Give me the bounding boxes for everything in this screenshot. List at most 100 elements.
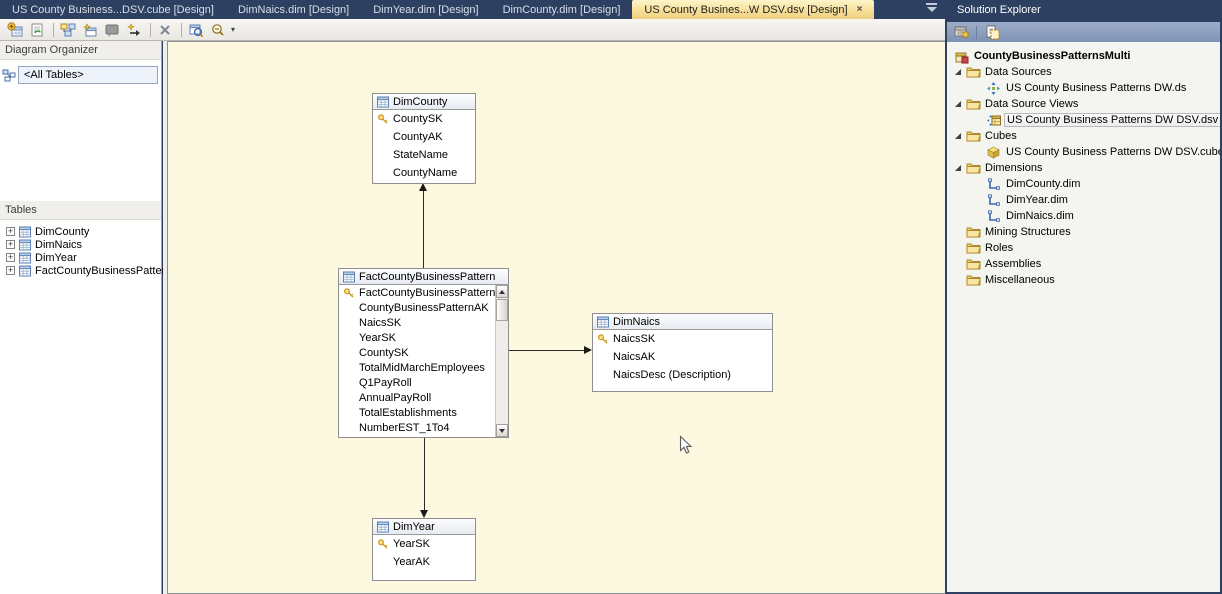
tree-item-label: Data Sources: [985, 66, 1052, 78]
field-row-clipped[interactable]: NumberEST_5To9: [339, 435, 508, 438]
collapse-icon[interactable]: [955, 133, 961, 139]
tree-item-miscellaneous[interactable]: Miscellaneous: [947, 272, 1220, 288]
relation-fact-dimyear[interactable]: [424, 438, 425, 510]
field-row[interactable]: NaicsDesc (Description): [593, 366, 772, 384]
expand-icon[interactable]: +: [6, 265, 15, 275]
tables-item-dimnaics[interactable]: + DimNaics: [0, 238, 161, 251]
pane-splitter[interactable]: [163, 41, 167, 594]
new-diagram-icon[interactable]: [80, 21, 100, 39]
collapse-icon[interactable]: [955, 101, 961, 107]
field-row[interactable]: NaicsAK: [593, 348, 772, 366]
field-row[interactable]: NumberEST_1To4: [339, 420, 508, 435]
field-row[interactable]: Q1PayRoll: [339, 375, 508, 390]
table-icon: [19, 239, 31, 251]
expand-icon[interactable]: +: [6, 252, 15, 262]
field-row[interactable]: NaicsSK: [593, 330, 772, 348]
tree-item-project[interactable]: CountyBusinessPatternsMulti: [947, 48, 1220, 64]
folder-icon: [966, 98, 981, 110]
relation-fact-dimcounty[interactable]: [423, 191, 424, 268]
table-label: DimYear: [35, 251, 77, 264]
field-row[interactable]: StateName: [373, 146, 475, 164]
tab-cube-design[interactable]: US County Business...DSV.cube [Design]: [0, 0, 226, 19]
new-annotation-icon[interactable]: [102, 21, 122, 39]
table-header[interactable]: DimCounty: [373, 94, 475, 110]
tree-item-dimcounty-dim[interactable]: DimCounty.dim: [947, 176, 1220, 192]
close-icon[interactable]: ×: [856, 4, 863, 15]
add-remove-tables-icon[interactable]: [5, 21, 25, 39]
tree-item-data-sources[interactable]: Data Sources: [947, 64, 1220, 80]
field-row[interactable]: YearAK: [373, 553, 475, 571]
zoom-icon[interactable]: [208, 21, 228, 39]
show-related-tables-icon[interactable]: [124, 21, 144, 39]
find-table-icon[interactable]: [186, 21, 206, 39]
tree-item-roles[interactable]: Roles: [947, 240, 1220, 256]
collapse-icon[interactable]: [955, 165, 961, 171]
table-header[interactable]: DimYear: [373, 519, 475, 535]
field-row[interactable]: NaicsSK: [339, 315, 508, 330]
scroll-down-button[interactable]: [496, 424, 508, 437]
tab-dimnaics[interactable]: DimNaics.dim [Design]: [226, 0, 361, 19]
field-row[interactable]: FactCountyBusinessPatternSK: [339, 285, 508, 300]
refresh-data-source-view-icon[interactable]: [27, 21, 47, 39]
diagram-table-dimcounty[interactable]: DimCounty CountySK CountyAK StateName Co…: [372, 93, 476, 184]
field-row[interactable]: CountyBusinessPatternAK: [339, 300, 508, 315]
diagram-organizer-item-all-tables[interactable]: <All Tables>: [2, 66, 158, 84]
active-files-dropdown-icon[interactable]: [926, 3, 937, 15]
toolbar-separator: [976, 25, 977, 39]
delete-icon[interactable]: [155, 21, 175, 39]
table-header[interactable]: FactCountyBusinessPattern: [339, 269, 508, 285]
field-row[interactable]: YearSK: [373, 535, 475, 553]
tab-dsv-design-active[interactable]: US County Busines...W DSV.dsv [Design] ×: [632, 0, 875, 19]
zoom-dropdown-caret[interactable]: ▾: [231, 25, 236, 34]
show-all-files-icon[interactable]: [982, 24, 1002, 41]
field-row[interactable]: CountySK: [373, 110, 475, 128]
tree-item-dimnaics-dim[interactable]: DimNaics.dim: [947, 208, 1220, 224]
dsv-designer-toolbar: ▾: [0, 19, 945, 41]
tables-item-dimyear[interactable]: + DimYear: [0, 251, 161, 264]
table-name: DimYear: [393, 520, 435, 533]
tree-item-mining-structures[interactable]: Mining Structures: [947, 224, 1220, 240]
field-name: NumberEST_5To9: [359, 437, 450, 438]
tables-item-fact[interactable]: + FactCountyBusinessPattern: [0, 264, 171, 277]
table-label: DimNaics: [35, 238, 83, 251]
tree-item-ds-file[interactable]: US County Business Patterns DW.ds: [947, 80, 1220, 96]
table-icon: [19, 265, 31, 277]
tree-item-dimensions[interactable]: Dimensions: [947, 160, 1220, 176]
tree-item-label: DimYear.dim: [1006, 194, 1068, 206]
tree-item-dsv-file[interactable]: US County Business Patterns DW DSV.dsv: [947, 112, 1220, 128]
tree-item-dimyear-dim[interactable]: DimYear.dim: [947, 192, 1220, 208]
diagram-table-dimyear[interactable]: DimYear YearSK YearAK: [372, 518, 476, 581]
diagram-table-dimnaics[interactable]: DimNaics NaicsSK NaicsAK NaicsDesc (Desc…: [592, 313, 773, 392]
table-header[interactable]: DimNaics: [593, 314, 772, 330]
solution-explorer-title: Solution Explorer: [957, 4, 1041, 16]
table-scrollbar[interactable]: [495, 285, 508, 437]
dsv-diagram-surface[interactable]: DimCounty CountySK CountyAK StateName Co…: [167, 41, 945, 594]
tree-item-cube-file[interactable]: US County Business Patterns DW DSV.cube: [947, 144, 1220, 160]
field-name: CountySK: [359, 346, 409, 359]
tree-item-data-source-views[interactable]: Data Source Views: [947, 96, 1220, 112]
arrange-tables-icon[interactable]: [58, 21, 78, 39]
field-row[interactable]: TotalEstablishments: [339, 405, 508, 420]
field-row[interactable]: YearSK: [339, 330, 508, 345]
diagram-table-fact[interactable]: FactCountyBusinessPattern FactCountyBusi…: [338, 268, 509, 438]
relation-fact-dimnaics[interactable]: [509, 350, 584, 351]
tables-item-dimcounty[interactable]: + DimCounty: [0, 225, 161, 238]
collapse-icon[interactable]: [955, 69, 961, 75]
field-row[interactable]: CountySK: [339, 345, 508, 360]
tree-item-assemblies[interactable]: Assemblies: [947, 256, 1220, 272]
scroll-up-button[interactable]: [496, 285, 508, 298]
expand-icon[interactable]: +: [6, 239, 15, 249]
expand-icon[interactable]: +: [6, 226, 15, 236]
scrollbar-thumb[interactable]: [496, 299, 508, 321]
field-row[interactable]: TotalMidMarchEmployees: [339, 360, 508, 375]
key-icon: [343, 287, 355, 299]
field-row[interactable]: CountyAK: [373, 128, 475, 146]
field-row[interactable]: AnnualPayRoll: [339, 390, 508, 405]
properties-icon[interactable]: [951, 24, 971, 41]
toolbar-separator: [181, 22, 182, 37]
tree-item-cubes[interactable]: Cubes: [947, 128, 1220, 144]
tab-dimcounty[interactable]: DimCounty.dim [Design]: [491, 0, 633, 19]
field-row[interactable]: CountyName: [373, 164, 475, 182]
tables-caption: Tables: [0, 201, 161, 220]
tab-dimyear[interactable]: DimYear.dim [Design]: [361, 0, 490, 19]
